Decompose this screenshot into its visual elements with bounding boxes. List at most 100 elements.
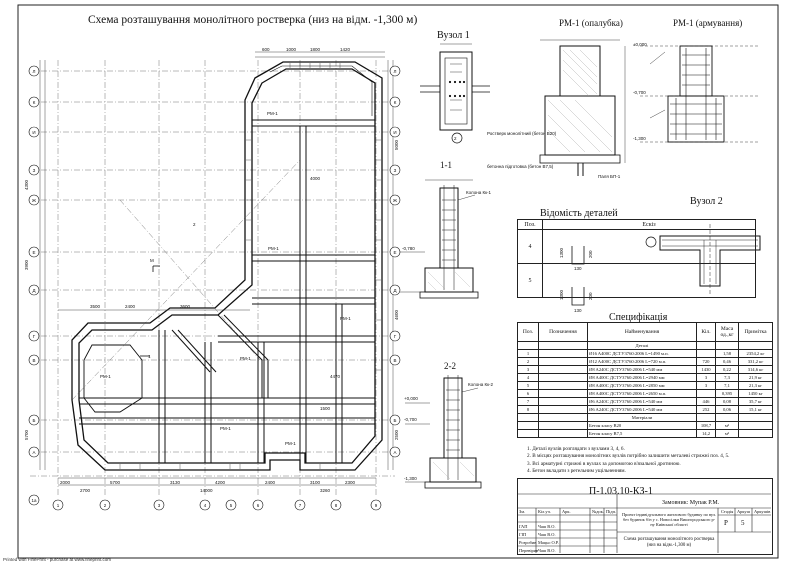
section-2-2 <box>405 375 482 489</box>
level-label: -1,300 <box>404 476 417 481</box>
spec-cell: 720 <box>696 357 716 366</box>
bay-octagon <box>83 344 143 413</box>
axis-bubble <box>389 330 401 342</box>
stamp-person: Чаш В.О. <box>538 532 556 537</box>
spec-cell: 108,7 <box>696 421 716 430</box>
stamp-role: ГІП <box>519 532 527 537</box>
axis-letter: З <box>33 168 36 173</box>
callout-pile: Паля БП-1 <box>598 174 621 179</box>
rebar-ticks <box>119 63 381 469</box>
vedomist-pos: 4 <box>517 229 543 264</box>
vedomist-table: Поз. Ескіз 4 5 <box>517 219 756 298</box>
spec-header: Примітка <box>738 322 773 342</box>
spec-cell: м³ <box>715 429 739 438</box>
rm1-rebar-detail <box>640 45 760 143</box>
spec-cell: Ø6 A240С ДСТУ3760:2006 L=540 мм <box>587 405 697 414</box>
spec-header: Позначення <box>538 322 588 342</box>
stamp-role: ГАП <box>519 524 528 529</box>
axis-letter: Ж <box>393 198 398 203</box>
level-label: -1,300 <box>633 136 646 141</box>
axis-bubble <box>389 414 401 426</box>
plan-label: 2 <box>193 222 196 227</box>
sheet-number: 5 <box>741 519 745 527</box>
spec-cell: м³ <box>715 421 739 430</box>
stamp-column-label: Кіл.уч. <box>538 509 551 514</box>
spec-cell <box>538 389 588 398</box>
sheets-label: Аркушів <box>754 509 771 514</box>
rm1-rebar-title: РМ-1 (армування) <box>673 18 743 28</box>
axis-letter: Г <box>33 334 36 339</box>
axis-bubble <box>28 354 40 366</box>
spec-cell: 1450 кг <box>738 389 773 398</box>
stage-value: Р <box>724 519 728 527</box>
vedomist-pos: 5 <box>517 263 543 298</box>
svg-text:4470: 4470 <box>330 374 341 379</box>
svg-text:РМ-1: РМ-1 <box>285 441 296 446</box>
inner-beams <box>79 119 375 463</box>
spec-cell: 0,22 <box>715 365 739 374</box>
axis-bubble <box>28 126 40 138</box>
spec-cell <box>538 365 588 374</box>
axis-letter: 1а <box>31 498 37 503</box>
stamp-column-label: Зм. <box>519 509 526 514</box>
spec-cell: 35,7 кг <box>738 397 773 406</box>
svg-text:2400: 2400 <box>125 304 136 309</box>
spec-cell: 6 <box>517 389 539 398</box>
vedomist-header: Ескіз <box>542 219 756 230</box>
axis-letter: К <box>394 100 397 105</box>
sheet-label: Аркуш <box>737 509 751 514</box>
spec-material: Бетон класу В20 <box>587 421 697 430</box>
axis-bubble <box>389 284 401 296</box>
spec-cell <box>696 349 716 358</box>
vedomist-sketch <box>542 263 756 298</box>
svg-text:3500: 3500 <box>90 304 101 309</box>
axis-bubble <box>389 446 401 458</box>
print-footer: Printed with FinePrint - purchase at www… <box>3 557 112 562</box>
callout-preparation: бетонна підготовка (бетон В7,5) <box>487 164 554 169</box>
svg-text:600: 600 <box>262 47 270 52</box>
axis-bubble <box>294 499 306 511</box>
sheet-frame <box>17 4 779 559</box>
spec-cell: 14,2 <box>696 429 716 438</box>
spec-cell: 7,3 <box>715 373 739 382</box>
spec-cell: Ø16 A400С ДСТУ3760:2006 L=1490 м.п. <box>587 349 697 358</box>
spec-cell: Ø8 A400С ДСТУ3760:2006 L=2940 мм <box>587 373 697 382</box>
axis-bubble <box>389 65 401 77</box>
spec-cell: 0,395 <box>715 389 739 398</box>
axis-bubble <box>28 65 40 77</box>
axis-bubble <box>28 284 40 296</box>
callout-column1: Колона Кк-1 <box>466 190 492 195</box>
customer: Замовник: Мупак Р.М. <box>662 500 720 506</box>
spec-cell: 0,06 <box>715 405 739 414</box>
axis-letter: З <box>394 168 397 173</box>
spec-cell: 21,9 кг <box>738 373 773 382</box>
axis-bubble <box>153 499 165 511</box>
spec-cell: 21,3 кг <box>738 381 773 390</box>
axis-letter: Ж <box>32 198 37 203</box>
axis-number: 4 <box>204 503 207 508</box>
rm1-formwork-title: РМ-1 (опалубка) <box>559 18 623 28</box>
axis-letter: В <box>393 358 396 363</box>
svg-text:3260: 3260 <box>320 488 331 493</box>
spec-cell <box>538 405 588 414</box>
spec-section: Матеріали <box>587 413 697 422</box>
spec-cell: 252 <box>696 405 716 414</box>
level-label: ±0,000 <box>633 42 647 47</box>
svg-text:РМ-1: РМ-1 <box>100 374 111 379</box>
stamp-column-label: Арк. <box>562 509 571 514</box>
axis-letter: Е <box>393 250 396 255</box>
axis-bubble <box>99 499 111 511</box>
stamp-role: Розробив <box>519 540 537 545</box>
axis-letter: Б <box>394 418 397 423</box>
axis-letter: Е <box>32 250 35 255</box>
svg-text:РМ-1: РМ-1 <box>220 426 231 431</box>
spec-cell: Ø6 A240С ДСТУ3760:2006 L=540 мм <box>587 397 697 406</box>
spec-cell: Ø8 A240С ДСТУ3760:2006 L=540 мм <box>587 365 697 374</box>
